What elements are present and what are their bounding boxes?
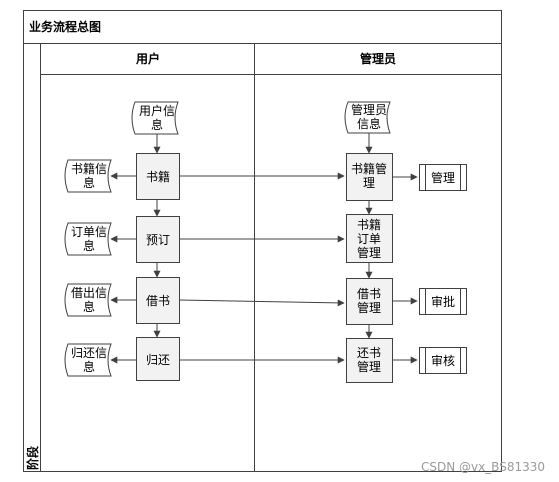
label-return-info-2: 息 <box>83 359 95 374</box>
label-approve: 审批 <box>431 294 455 309</box>
label-admin-info-1: 管理员 <box>351 102 387 117</box>
lane-title-user: 用户 <box>135 51 160 66</box>
label-return-manage-2: 管理 <box>357 359 381 374</box>
label-manage: 管理 <box>431 170 455 185</box>
node-labels: 用户信 息 管理员 信息 书籍信 息 订单信 息 借出信 息 归还信 息 书籍 … <box>71 102 455 374</box>
label-order-info-2: 息 <box>83 238 95 253</box>
label-borrow-manage-2: 管理 <box>357 300 381 315</box>
node-borrow-manage <box>346 278 393 325</box>
node-order-manage <box>346 214 393 263</box>
arrow-borrow-borrowmanage <box>178 299 345 307</box>
label-return: 归还 <box>146 353 170 367</box>
label-audit: 审核 <box>431 353 455 368</box>
lane-header-admin <box>254 43 502 75</box>
node-return <box>136 337 180 381</box>
pool-title-bar <box>23 10 502 44</box>
label-user-info-2: 息 <box>151 117 163 132</box>
node-approve <box>419 288 467 315</box>
lane-header-user <box>40 43 255 75</box>
node-audit <box>419 347 467 374</box>
label-book: 书籍 <box>146 169 170 184</box>
label-return-info-1: 归还信 <box>71 346 107 360</box>
process-boxes <box>136 153 393 383</box>
label-order-manage-1: 书籍 <box>357 217 381 232</box>
label-book-info-1: 书籍信 <box>71 161 107 176</box>
node-manage <box>419 164 467 191</box>
node-user-info <box>131 101 179 135</box>
label-book-info-2: 息 <box>83 175 95 190</box>
label-user-info-1: 用户信 <box>139 103 175 118</box>
label-order-manage-2: 订单 <box>357 232 381 246</box>
node-order-info <box>64 222 112 256</box>
label-borrow-manage-1: 借书 <box>357 287 381 301</box>
connectors <box>110 133 418 364</box>
node-return-manage <box>346 338 393 383</box>
data-shapes <box>64 101 391 377</box>
node-borrow <box>136 277 180 324</box>
label-order-info-1: 订单信 <box>71 225 107 239</box>
node-order <box>136 216 180 263</box>
lane-title-admin: 管理员 <box>360 51 396 66</box>
predefined-boxes <box>419 164 467 374</box>
phase-label: 阶段 <box>25 445 40 470</box>
label-book-manage-1: 书籍管 <box>351 161 387 176</box>
label-borrow: 借书 <box>146 294 170 308</box>
node-book-manage <box>346 153 393 201</box>
label-return-manage-1: 还书 <box>357 346 381 360</box>
label-borrow-info-2: 息 <box>83 299 95 314</box>
label-order: 预订 <box>146 233 170 247</box>
label-book-manage-2: 理 <box>363 176 375 190</box>
label-admin-info-2: 信息 <box>357 116 381 131</box>
node-return-info <box>64 343 112 377</box>
watermark: CSDN @vx_BS81330 <box>420 460 545 474</box>
label-order-manage-3: 管理 <box>357 245 381 260</box>
node-book <box>136 153 180 200</box>
node-admin-info <box>344 101 391 134</box>
node-borrow-info <box>64 283 112 317</box>
pool-title: 业务流程总图 <box>29 19 101 34</box>
node-book-info <box>64 159 112 193</box>
label-borrow-info-1: 借出信 <box>71 286 107 300</box>
